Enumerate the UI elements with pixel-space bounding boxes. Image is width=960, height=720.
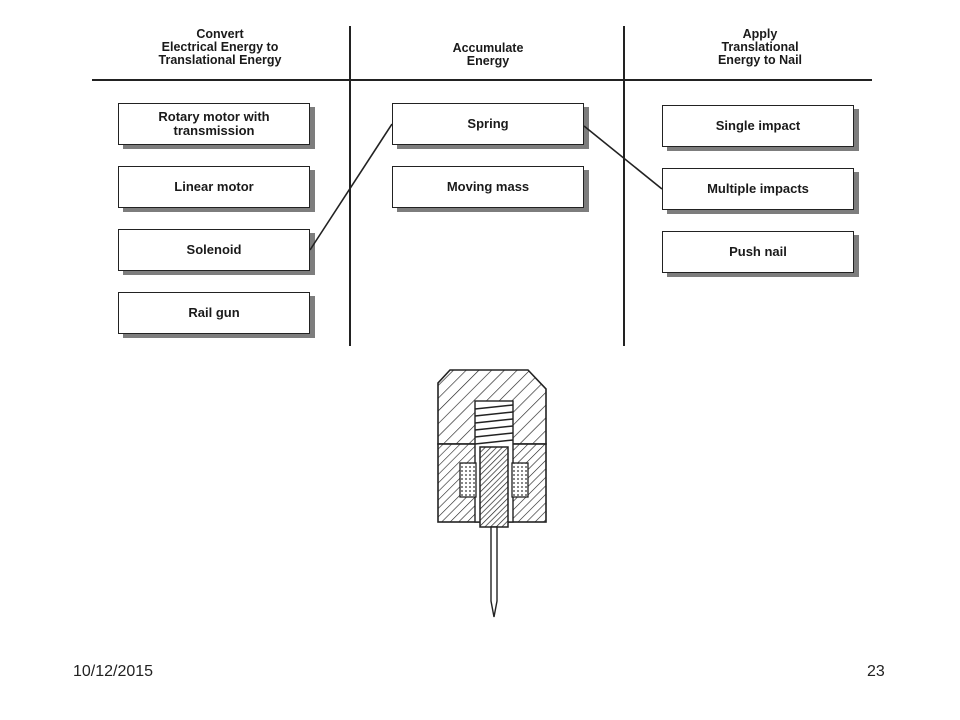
option-rotary-motor: Rotary motor with transmission [118, 103, 310, 145]
link-solenoid-spring [309, 123, 393, 251]
spring [474, 404, 514, 445]
column-divider-left [349, 26, 351, 346]
column-header-convert: Convert Electrical Energy to Translation… [158, 27, 282, 67]
option-single-impact: Single impact [662, 105, 854, 147]
column-header-accumulate: Accumulate Energy [452, 41, 524, 68]
footer-date: 10/12/2015 [73, 663, 154, 680]
option-push-nail: Push nail [662, 231, 854, 273]
column-divider-right [623, 26, 625, 346]
link-spring-multiple-impacts [583, 125, 663, 190]
nail [490, 526, 498, 618]
option-moving-mass: Moving mass [392, 166, 584, 208]
coil-left [459, 462, 477, 498]
option-linear-motor: Linear motor [118, 166, 310, 208]
option-spring: Spring [392, 103, 584, 145]
option-multiple-impacts: Multiple impacts [662, 168, 854, 210]
page-number: 23 [867, 663, 885, 680]
option-rail-gun: Rail gun [118, 292, 310, 334]
solenoid-nailer-cross-section [437, 369, 547, 618]
header-divider [92, 79, 872, 81]
column-header-apply: Apply Translational Energy to Nail [717, 27, 803, 67]
coil-right [511, 462, 529, 498]
plunger [479, 446, 509, 528]
option-solenoid: Solenoid [118, 229, 310, 271]
